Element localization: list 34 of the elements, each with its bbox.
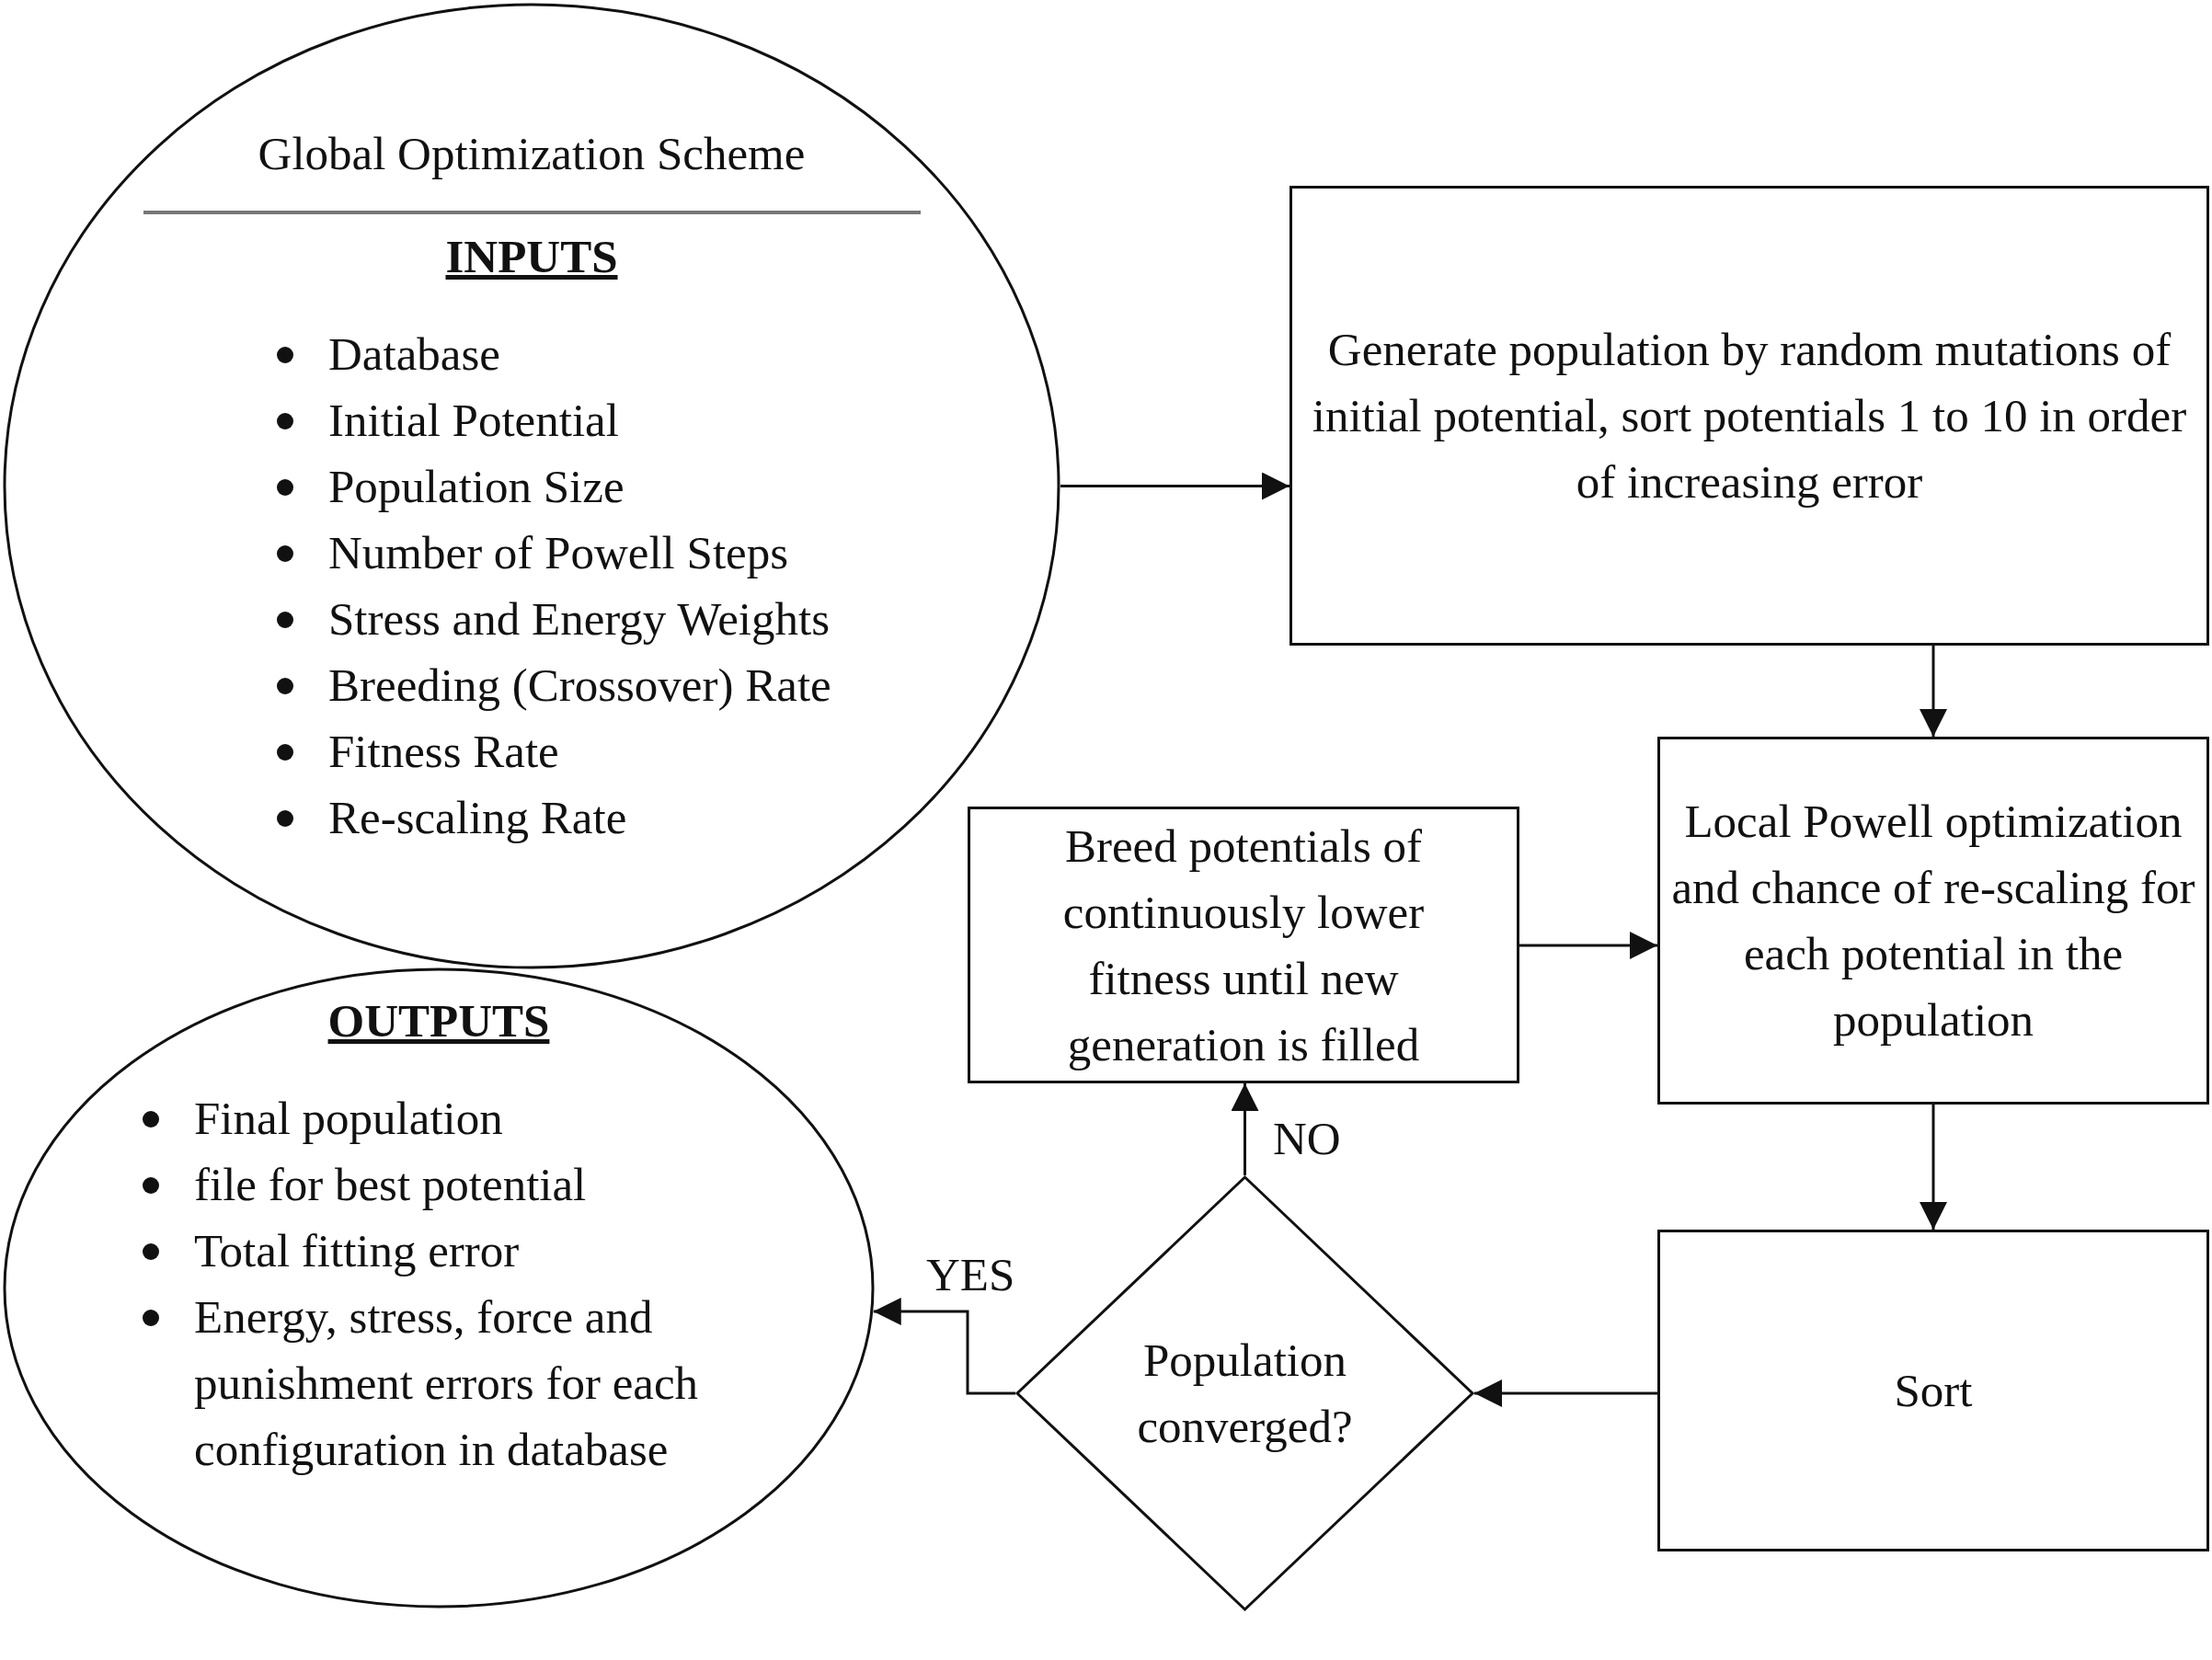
bullet-item: file for best potential [194, 1158, 587, 1212]
ellipse-node [3, 3, 1060, 969]
ellipse-node [3, 967, 875, 1608]
process-box [1657, 1230, 2209, 1551]
node-text: Local Powell optimization and chance of re-scaling for each potential in the population [1670, 795, 2196, 1048]
arrow [1060, 472, 1289, 500]
decision-diamond [1015, 1175, 1474, 1611]
process-box [1657, 737, 2209, 1105]
node-text: Breed potentials of continuously lower fitness until new generation is filled [1061, 819, 1426, 1072]
bullet-item: Breeding (Crossover) Rate [328, 658, 831, 713]
node-text: Population converged? [1136, 1334, 1354, 1454]
bullet-item: Final population [194, 1092, 503, 1146]
arrow [873, 1298, 1015, 1395]
bullet-item: Initial Potential [328, 394, 619, 448]
bullet-item: Fitness Rate [328, 725, 559, 779]
bullet-item: Total fitting error [194, 1224, 520, 1278]
arrow [1519, 932, 1657, 959]
arrow [1920, 646, 1947, 737]
arrow [1231, 1083, 1259, 1175]
process-box [1289, 186, 2209, 646]
process-box [968, 807, 1519, 1083]
bullet-item: Population Size [328, 460, 625, 514]
section-heading: INPUTS [445, 230, 618, 284]
arrow [1920, 1105, 1947, 1230]
bullet-item: Re-scaling Rate [328, 791, 627, 845]
bullet-item: Database [328, 327, 500, 382]
bullet-item: Number of Powell Steps [328, 526, 789, 580]
node-text: Sort [1894, 1364, 1973, 1418]
bullet-item: Stress and Energy Weights [328, 592, 831, 647]
node-text: Generate population by random mutations of initial potential, sort potentials 1 to 10 in order of increasing error [1311, 323, 2188, 509]
node-heading: Global Optimization Scheme [258, 127, 806, 181]
arrow [1474, 1380, 1657, 1407]
section-heading: OUTPUTS [327, 994, 550, 1048]
bullet-item: Energy, stress, force and punishment errors for each configuration in database [194, 1290, 700, 1477]
